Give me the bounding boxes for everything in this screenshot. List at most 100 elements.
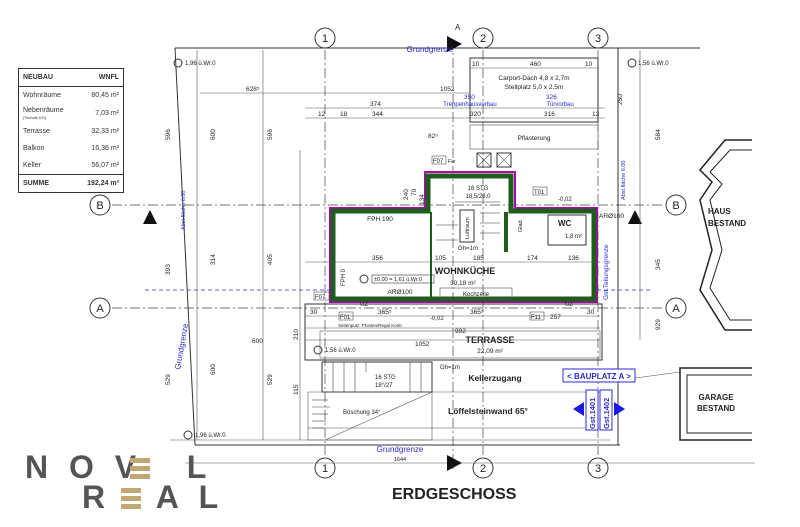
dimensions: 628⁵ 374 350 326 344 320 316 1052 460 10… <box>200 61 605 348</box>
building: Luftraum 16 STG 18,5/28,0 Gh=1m Glad. FP… <box>313 155 624 328</box>
grundgrenze-bottom: Grundgrenze <box>377 445 424 454</box>
fix-label: Fix <box>448 159 456 165</box>
ar-label-2: ARØ100 <box>599 213 624 220</box>
dim-136: 136 <box>568 255 579 262</box>
existing-house: HAUS BESTAND <box>698 139 752 331</box>
carport: Carport-Dach 4,8 x 2,7m Stellplatz 5,0 x… <box>469 57 599 168</box>
gst-1402-label: Gst.1402 <box>602 398 611 429</box>
dim-460: 460 <box>530 61 541 68</box>
height-top-left: 1,96 ü.Wr.0 <box>185 61 216 67</box>
wohnkueche-area: 30,18 m² <box>450 280 476 287</box>
vdim-929: 929 <box>655 319 662 330</box>
axis-label-a: A <box>96 303 104 315</box>
luftraum-label: Luftraum <box>465 217 471 239</box>
axis-label-a-right: A <box>672 303 680 315</box>
dim-30b: 30 <box>587 309 595 316</box>
dim-344: 344 <box>372 111 383 118</box>
stair-steps-top: 16 STG <box>468 186 489 192</box>
dim-10b: 10 <box>585 61 593 68</box>
seitenputz-note: Seitenputz: Pfosten/Regal Kontr. <box>338 323 403 328</box>
table-row: Nebenräume(Technik KG)7,03 m² <box>19 104 123 123</box>
dim-12b: 12 <box>592 111 600 118</box>
table-sum-row: SUMME 192,24 m² <box>19 174 123 192</box>
loeffelsteinwand-label: Löffelsteinwand 65° <box>448 406 529 416</box>
table-row: Terrasse 32,33 m² <box>19 123 123 140</box>
axis-label-2: 2 <box>480 33 486 45</box>
axis-label-3-bottom: 3 <box>595 463 601 475</box>
existing-garage: GARAGE BESTAND <box>679 367 752 441</box>
kellerzugang-label: Kellerzugang <box>468 373 521 383</box>
height-markers: 1,96 ü.Wr.0 1,56 ü.Wr.0 1,96 ü.Wr.0 1,56… <box>173 58 669 440</box>
kochzeile-label: Kochzeile <box>463 292 490 298</box>
wohnkueche-label: WOHNKÜCHE <box>435 266 496 276</box>
garage-bestand-label: BESTAND <box>697 404 735 413</box>
dim-82: 82⁵ <box>428 133 438 140</box>
pflasterung-label: Pflasterung <box>518 135 551 142</box>
row-value: 32,33 m² <box>91 127 119 135</box>
height-top-right: 1,56 ü.Wr.0 <box>638 61 669 67</box>
row-label: Terrasse <box>23 127 50 135</box>
teilungsgrenze-label: Gst.Teilungsgrenze <box>603 244 610 300</box>
gst-1401-label: Gst.1401 <box>588 398 597 429</box>
stellplatz-label: Stellplatz 5,0 x 2,5m <box>505 84 564 91</box>
row-value: 56,07 m² <box>91 161 119 169</box>
level-reference: ±0,00 = 1,61 ü.Wr.0 <box>374 277 422 283</box>
vdim-115: 115 <box>293 384 300 395</box>
axis-bubbles: 1 2 3 1 2 3 B A B A <box>89 27 687 479</box>
height-wc: -0,02 <box>558 197 572 203</box>
stair-ratio-top: 18,5/28,0 <box>465 194 491 200</box>
abstandsflaeche-right: Abst.fläche 6,00 <box>621 161 627 200</box>
sum-label: SUMME <box>23 179 50 187</box>
dim-316: 316 <box>544 111 555 118</box>
sum-value: 192,24 m² <box>87 179 119 187</box>
row-sublabel: (Technik KG) <box>23 115 47 120</box>
header-neubau: NEUBAU <box>23 73 53 81</box>
dim-257: 257 <box>550 314 561 321</box>
novel-real-logo: N O V L R A L <box>25 449 225 515</box>
vdim-210: 210 <box>293 329 300 340</box>
dim-30a: 30 <box>310 309 318 316</box>
uz-label-1: UZ <box>360 302 368 308</box>
fph190-label: FPH 190 <box>367 216 393 223</box>
dim-1052-top: 1052 <box>440 86 455 93</box>
dim-10a: 10 <box>472 61 480 68</box>
glad-label: Glad. <box>518 218 524 232</box>
grundgrenze-left: Grundgrenze <box>173 322 190 370</box>
vdim-529-right: 529 <box>267 374 274 385</box>
vdim-405: 405 <box>267 254 274 265</box>
stair-ratio-bottom: 18°/27 <box>375 383 393 389</box>
handrail-height-bottom: Gh=1m <box>440 365 460 371</box>
vdim-529-left: 529 <box>165 374 172 385</box>
uz-label-2: UZ <box>565 302 573 308</box>
dim-326: 326 <box>546 94 557 101</box>
arrow-right-icon <box>614 402 625 416</box>
basement-access: 16 STG 18°/27 Böschung 34° Kellerzugang … <box>307 361 600 441</box>
header-wnfl: WNFL <box>98 73 119 81</box>
dim-374: 374 <box>370 101 381 108</box>
vdim-314: 314 <box>210 254 217 265</box>
window-tag-f01: F01 <box>340 315 351 321</box>
door-tag-t01: T01 <box>534 190 545 196</box>
vdim-600-bottom: 600 <box>210 364 217 375</box>
vdim-600-top: 600 <box>210 129 217 140</box>
abstandsflaeche-left: Abst.fläche 6,00 <box>181 191 187 230</box>
property-boundary <box>170 47 755 464</box>
row-label: Keller <box>23 161 41 169</box>
wc-label: WC <box>558 219 572 228</box>
dim-600-horizontal: 600 <box>252 338 263 345</box>
row-value: 16,36 m² <box>91 144 119 152</box>
dim-174: 174 <box>527 255 538 262</box>
dim-1052-bottom: 1052 <box>415 341 430 348</box>
window-tag-f07a: F07 <box>433 159 444 165</box>
logo-accent-bars <box>130 458 150 482</box>
vdim-596-b: 596 <box>267 129 274 140</box>
plot-labels: < BAUPLATZ A > Gst.1401 Gst.1402 <box>562 368 681 431</box>
vdim-584: 584 <box>655 129 662 140</box>
ar-label-1: ARØ100 <box>388 289 413 296</box>
dim-628: 628⁵ <box>246 86 260 93</box>
axis-label-2-bottom: 2 <box>480 463 486 475</box>
